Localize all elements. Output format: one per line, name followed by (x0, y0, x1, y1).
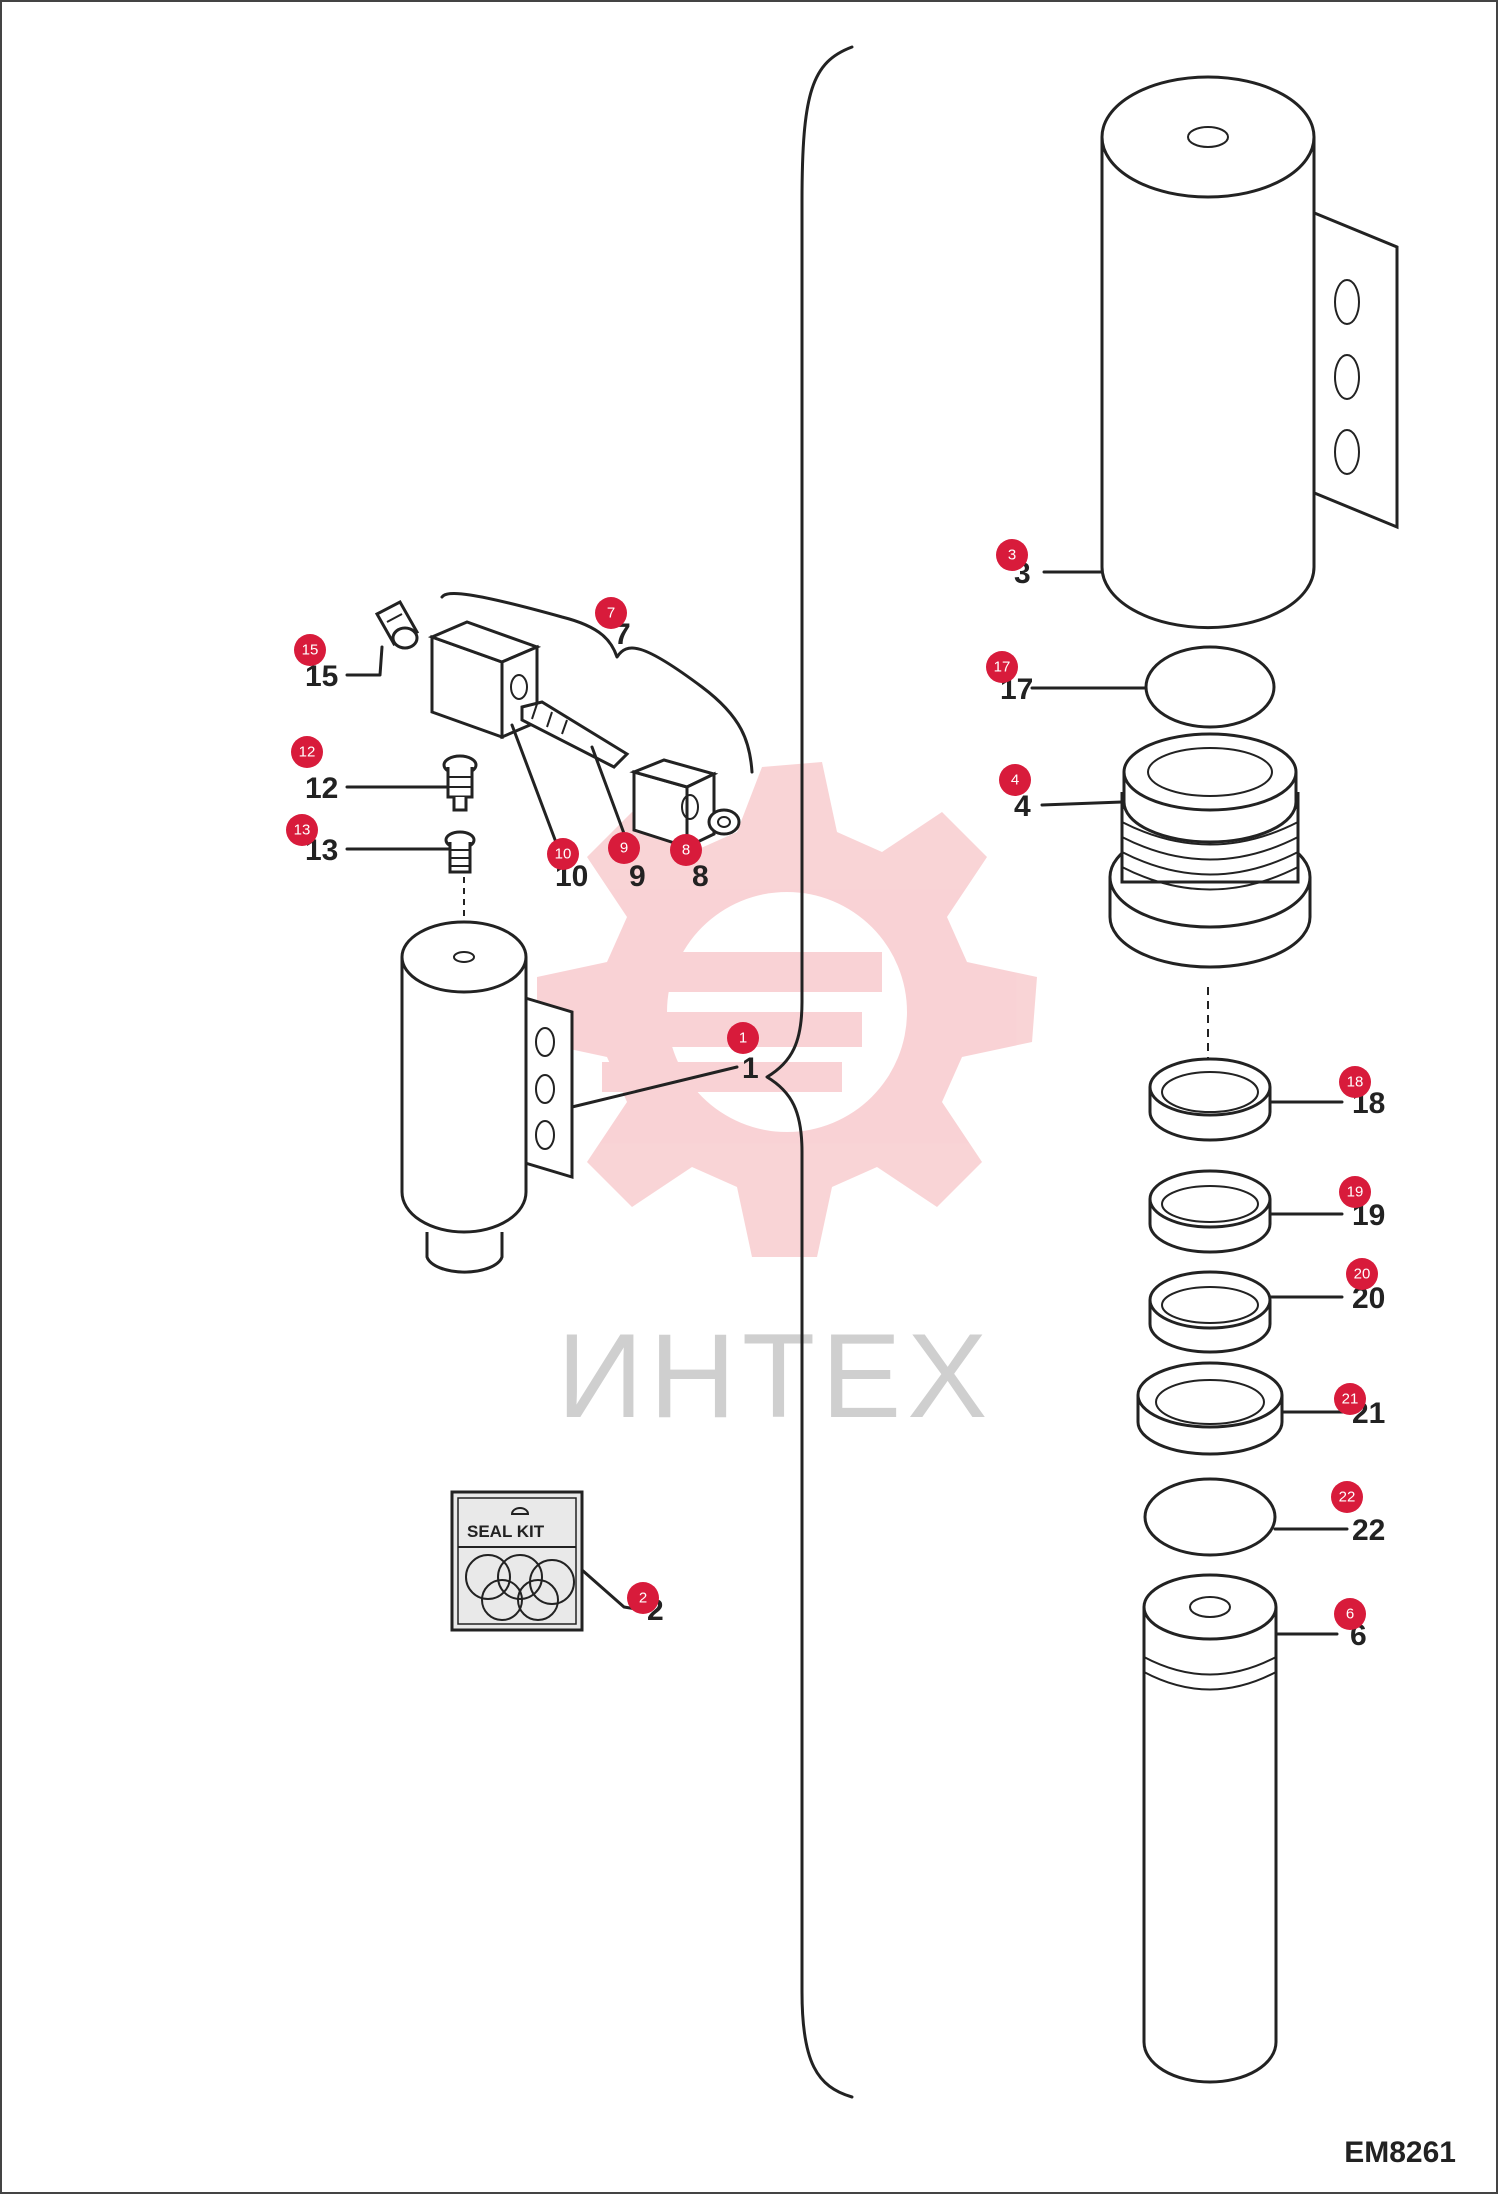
svg-text:20: 20 (1354, 1266, 1371, 1283)
fitting-12-part (442, 754, 478, 812)
badge-12: 12 (291, 736, 323, 768)
diagram-code: EM8261 (1344, 2136, 1456, 2169)
svg-text:15: 15 (302, 642, 319, 659)
watermark-text: ИНТЕХ (557, 1309, 993, 1443)
valve-stem-part (520, 700, 630, 769)
svg-text:6: 6 (1346, 1606, 1354, 1623)
label-22: 22 (1352, 1514, 1385, 1547)
brace-divider (765, 45, 854, 2099)
badge-21: 21 (1334, 1383, 1366, 1415)
badge-18: 18 (1339, 1066, 1371, 1098)
label-9: 9 (629, 860, 646, 893)
svg-text:7: 7 (607, 605, 615, 622)
backup-ring-part (1143, 1477, 1277, 1557)
badge-2: 2 (627, 1582, 659, 1614)
badge-10: 10 (547, 838, 579, 870)
badge-4: 4 (999, 764, 1031, 796)
svg-text:9: 9 (620, 840, 628, 857)
badge-15: 15 (294, 634, 326, 666)
svg-text:12: 12 (299, 744, 316, 761)
rod-part (1142, 1573, 1278, 2084)
elbow-fitting-part (374, 599, 420, 650)
o-ring-part (1144, 645, 1276, 729)
buffer-ring-part (1148, 1270, 1272, 1354)
label-1: 1 (742, 1052, 759, 1085)
svg-text:18: 18 (1347, 1074, 1364, 1091)
seal-kit-part: SEAL KIT (450, 1490, 584, 1632)
leader-15 (345, 645, 384, 677)
label-12: 12 (305, 772, 338, 805)
badge-20: 20 (1346, 1258, 1378, 1290)
svg-text:1: 1 (739, 1030, 747, 1047)
svg-text:4: 4 (1011, 772, 1019, 789)
badge-22: 22 (1331, 1481, 1363, 1513)
wear-ring-part (1136, 1361, 1284, 1456)
svg-text:3: 3 (1008, 547, 1016, 564)
svg-text:10: 10 (555, 846, 572, 863)
badge-13: 13 (286, 814, 318, 846)
leader-9 (590, 745, 631, 849)
badge-7: 7 (595, 597, 627, 629)
leader-4 (1040, 800, 1124, 807)
badge-19: 19 (1339, 1176, 1371, 1208)
badge-8: 8 (670, 834, 702, 866)
leader-1 (570, 1065, 739, 1109)
svg-text:13: 13 (294, 822, 311, 839)
cylinder-assembly-part (400, 920, 574, 1274)
svg-text:2: 2 (639, 1590, 647, 1607)
badge-9: 9 (608, 832, 640, 864)
svg-text:22: 22 (1339, 1489, 1356, 1506)
svg-text:21: 21 (1342, 1391, 1359, 1408)
end-block-part (629, 758, 741, 850)
rod-seal-part (1148, 1169, 1272, 1254)
svg-text:8: 8 (682, 842, 690, 859)
badge-17: 17 (986, 651, 1018, 683)
kit-bracket (440, 592, 754, 774)
svg-text:19: 19 (1347, 1184, 1364, 1201)
fitting-13-part (444, 830, 476, 874)
leader-10 (510, 723, 559, 847)
svg-text:17: 17 (994, 659, 1011, 676)
label-8: 8 (692, 860, 709, 893)
seal-kit-label: SEAL KIT (467, 1522, 545, 1541)
watermark-gear-icon (452, 762, 1037, 1257)
label-4: 4 (1014, 790, 1031, 823)
wiper-seal-part (1148, 1057, 1272, 1142)
badge-3: 3 (996, 539, 1028, 571)
badge-1: 1 (727, 1022, 759, 1054)
gland-part (1108, 732, 1312, 969)
barrel-part (1100, 75, 1399, 630)
badge-6: 6 (1334, 1598, 1366, 1630)
